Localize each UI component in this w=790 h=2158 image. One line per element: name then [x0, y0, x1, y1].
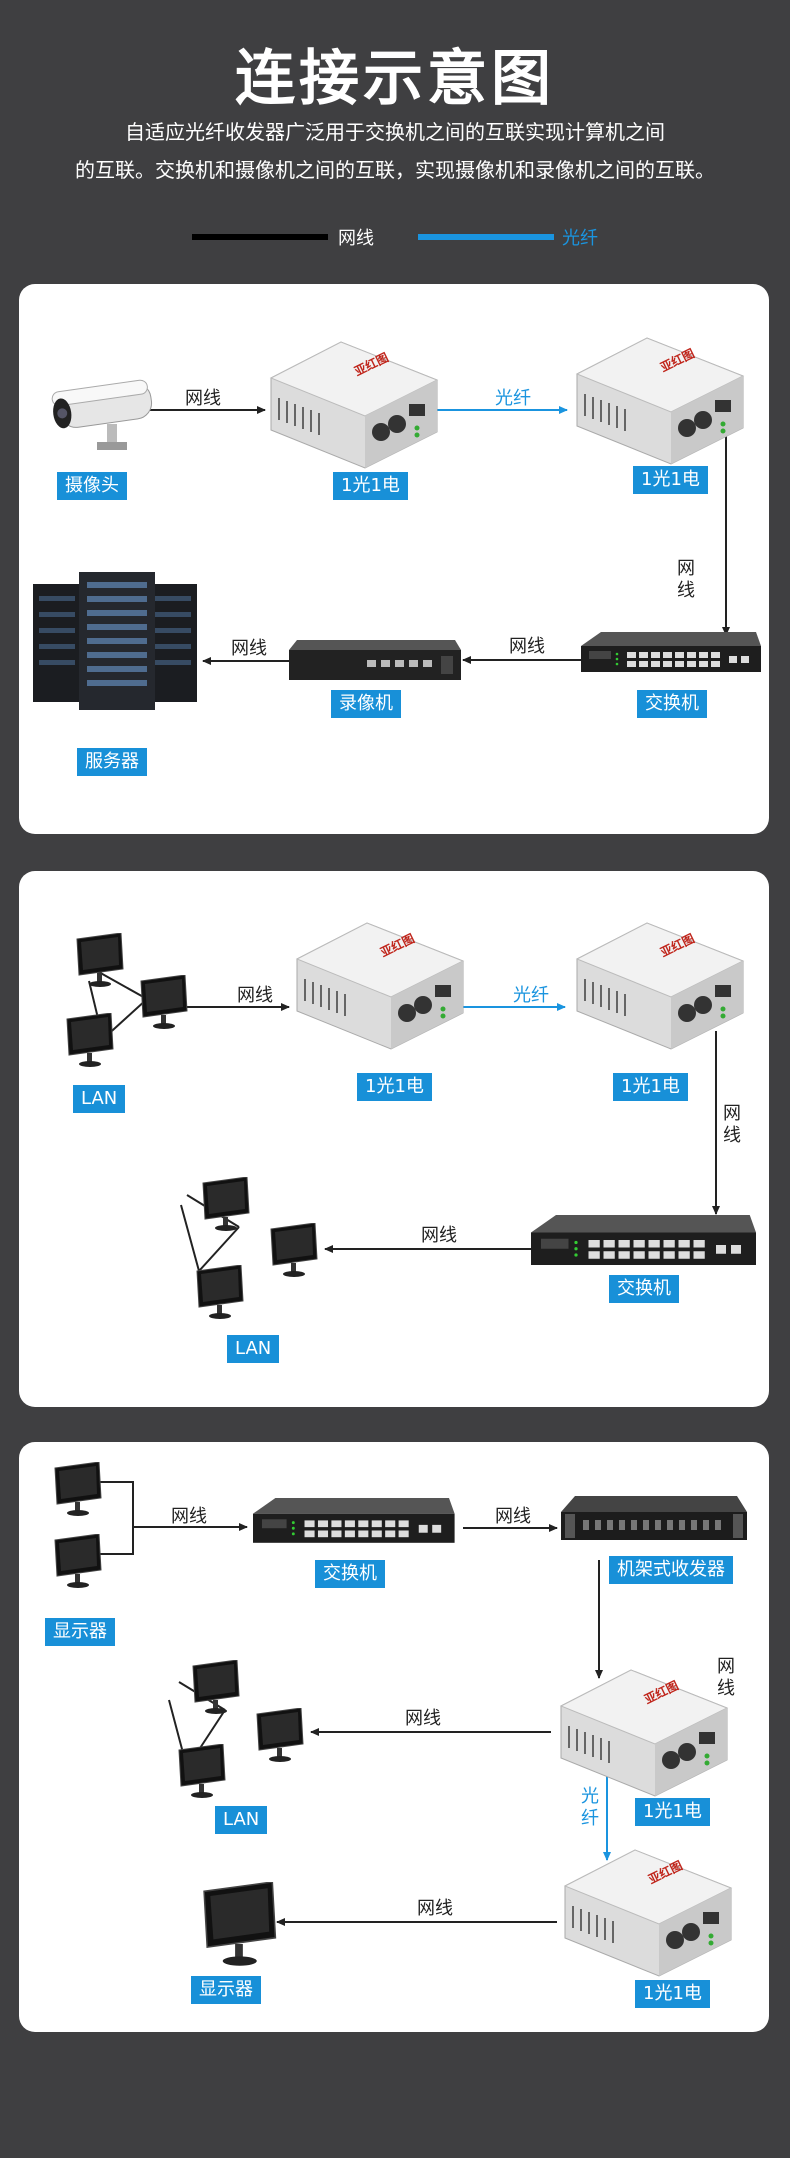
switch-icon: [581, 632, 761, 672]
description-line-2: 的互联。交换机和摄像机之间的互联，实现摄像机和录像机之间的互联。: [75, 158, 715, 182]
p2-cable-label-switch-lan: 网线: [421, 1225, 457, 1246]
description-line-1: 自适应光纤收发器广泛用于交换机之间的互联实现计算机之间: [125, 120, 665, 144]
p3-cable-label-2: 网线: [495, 1506, 531, 1527]
lan-monitor-c-icon: [178, 1744, 226, 1799]
p3-cable-label-1: 网线: [171, 1506, 207, 1527]
label-converter-2: 1光1电: [613, 1073, 688, 1101]
lan-monitor-a-icon: [192, 1660, 240, 1715]
lan2-monitor-b-icon: [270, 1223, 318, 1278]
label-monitor-1: 显示器: [45, 1618, 115, 1646]
p1-cable-label-1: 网线: [185, 388, 221, 409]
label-switch: 交换机: [609, 1275, 679, 1303]
label-recorder: 录像机: [331, 690, 401, 718]
lan-monitor-b-icon: [256, 1708, 304, 1763]
label-converter-2: 1光1电: [633, 466, 708, 494]
panel-rack-topology: 网线 网线 网线 网线 光纤 网线 显示器 交换机 机架式收发器 1光1电 LA…: [19, 1442, 769, 2032]
label-converter-1: 1光1电: [635, 1798, 710, 1826]
label-switch: 交换机: [315, 1560, 385, 1588]
switch-icon: [531, 1215, 756, 1265]
media-converter-1-icon: [270, 341, 438, 469]
legend-fiber-line: [418, 234, 554, 240]
label-converter-2: 1光1电: [635, 1980, 710, 2008]
p3-fiber-label-vertical: 光纤: [581, 1786, 599, 1829]
label-server: 服务器: [77, 748, 147, 776]
server-rack-icon: [33, 572, 197, 710]
lan1-monitor-c-icon: [66, 1013, 114, 1068]
lan1-monitor-a-icon: [76, 933, 124, 988]
media-converter-2-icon: [564, 1849, 732, 1977]
monitor-2-icon: [203, 1882, 277, 1967]
page-title: 连接示意图: [235, 44, 555, 114]
label-switch: 交换机: [637, 690, 707, 718]
lan2-monitor-a-icon: [202, 1177, 250, 1232]
switch-icon: [253, 1498, 455, 1543]
video-recorder-icon: [289, 640, 461, 680]
media-converter-2-icon: [576, 922, 744, 1050]
p1-cable-label-switch-recorder: 网线: [509, 636, 545, 657]
media-converter-2-icon: [576, 337, 744, 465]
label-lan: LAN: [215, 1806, 268, 1834]
p2-cable-label-vertical: 网线: [723, 1103, 741, 1146]
legend-fiber-label: 光纤: [562, 228, 598, 249]
label-converter-1: 1光1电: [333, 472, 408, 500]
media-converter-1-icon: [560, 1669, 728, 1797]
monitor-1a-icon: [54, 1462, 102, 1517]
label-monitor-2: 显示器: [191, 1976, 261, 2004]
camera-icon: [51, 379, 153, 450]
p3-cable-label-lan: 网线: [405, 1708, 441, 1729]
media-converter-1-icon: [296, 922, 464, 1050]
rack-transceiver-icon: [561, 1496, 747, 1540]
label-camera: 摄像头: [57, 472, 127, 500]
label-lan-1: LAN: [73, 1085, 126, 1113]
lan1-monitor-b-icon: [140, 975, 188, 1030]
label-lan-2: LAN: [227, 1335, 280, 1363]
monitor-1b-icon: [54, 1534, 102, 1589]
panel-camera-topology: 网线 光纤 网线 网线 网线 摄像头 1光1电 1光1电 交换机 录像机 服务器: [19, 284, 769, 834]
p3-cable-label-monitor: 网线: [417, 1898, 453, 1919]
p2-cable-label-1: 网线: [237, 985, 273, 1006]
panel-lan-topology: 网线 光纤 网线 网线 LAN 1光1电 1光1电 交换机 LAN: [19, 871, 769, 1407]
legend-cable-label: 网线: [338, 228, 374, 249]
p1-fiber-label: 光纤: [495, 388, 531, 409]
p1-cable-label-recorder-server: 网线: [231, 638, 267, 659]
p1-cable-label-vertical: 网线: [677, 558, 695, 601]
legend-cable-line: [192, 234, 328, 240]
label-rack-transceiver: 机架式收发器: [609, 1556, 733, 1584]
label-converter-1: 1光1电: [357, 1073, 432, 1101]
lan2-monitor-c-icon: [196, 1265, 244, 1320]
p2-fiber-label: 光纤: [513, 985, 549, 1006]
p3-cable-label-vertical: 网线: [717, 1656, 735, 1699]
